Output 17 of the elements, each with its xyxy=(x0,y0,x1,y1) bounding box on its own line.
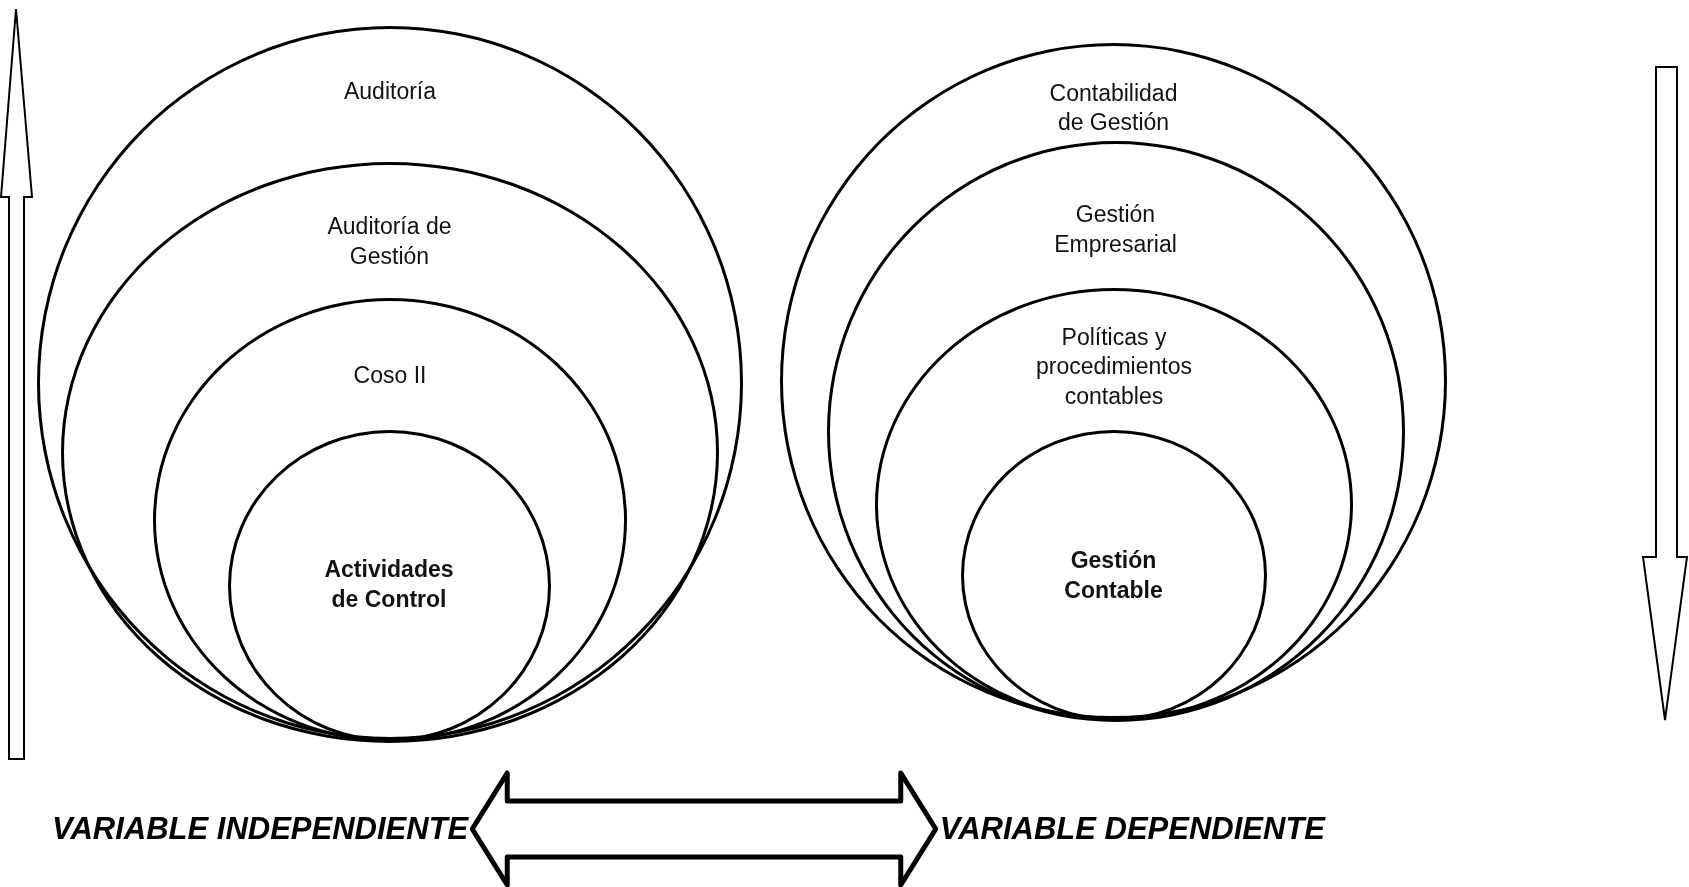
circle xyxy=(153,298,627,742)
circle xyxy=(875,288,1353,721)
circle-label: Actividades de Control xyxy=(323,555,455,614)
circle xyxy=(37,26,743,740)
circle-label: Gestión Empresarial xyxy=(1053,200,1178,259)
circle-label: Políticas y procedimientos contables xyxy=(1035,322,1193,412)
circle-label: Contabilidad de Gestión xyxy=(1048,78,1179,138)
circle xyxy=(60,161,719,743)
double-arrow xyxy=(469,770,939,887)
circle-label: Gestión Contable xyxy=(1063,546,1164,605)
variable-label: VARIABLE DEPENDIENTE xyxy=(939,811,1325,847)
circle xyxy=(826,140,1405,722)
circle-label: Auditoría xyxy=(343,76,437,106)
variable-label: VARIABLE INDEPENDIENTE xyxy=(52,811,469,847)
circle-label: Coso II xyxy=(353,360,427,390)
circle-label: Auditoría de Gestión xyxy=(326,212,453,271)
circle xyxy=(780,43,1447,719)
